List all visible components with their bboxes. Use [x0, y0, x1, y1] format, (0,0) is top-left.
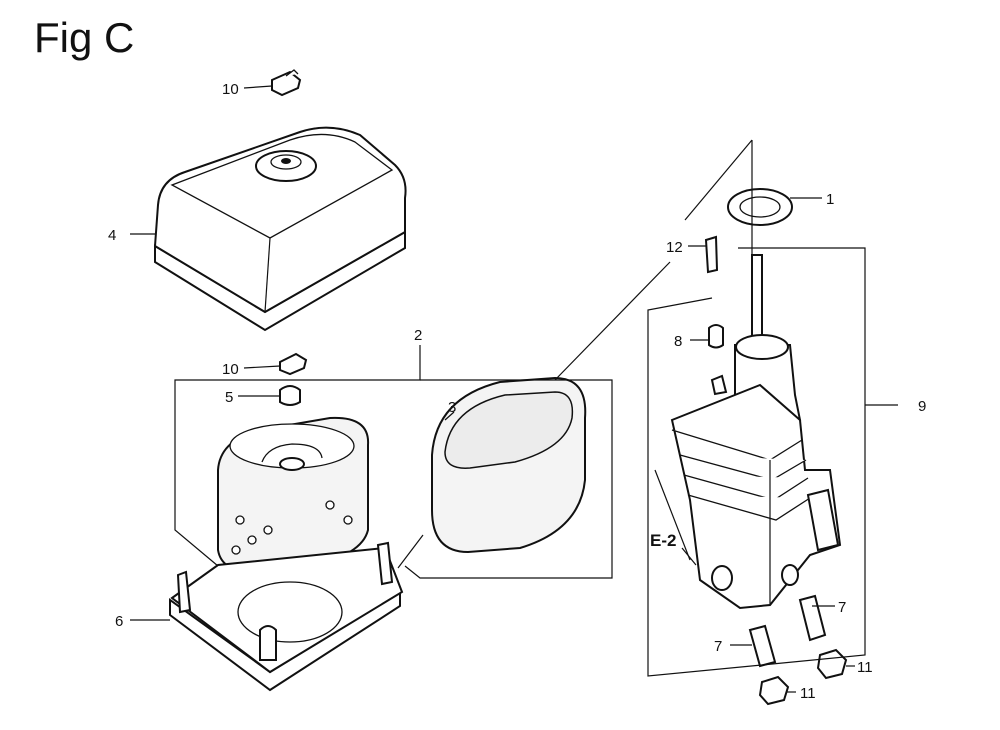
ref-label-9: 9	[918, 398, 926, 415]
bolt-10-top	[271, 69, 302, 97]
ref-label-11a: 11	[857, 659, 873, 676]
ref-label-1: 1	[826, 191, 834, 208]
ref-label-12: 12	[666, 239, 683, 256]
ref-label-7b: 7	[714, 638, 722, 655]
ref-label-7a: 7	[838, 599, 846, 616]
ref-label-6: 6	[115, 613, 123, 630]
ref-label-2: 2	[414, 327, 422, 344]
grommet-5	[279, 385, 301, 406]
ref-label-10a: 10	[222, 81, 239, 98]
figure-title: Fig C	[34, 14, 135, 61]
oil-bath-assembly	[670, 188, 848, 706]
ref-label-5: 5	[225, 389, 233, 406]
ref-label-4: 4	[108, 227, 116, 244]
ref-label-11b: 11	[800, 685, 816, 702]
air-cleaner-case	[169, 541, 404, 692]
ref-label-3: 3	[448, 399, 456, 416]
ref-label-8: 8	[674, 333, 682, 350]
section-ref-e2: E-2	[650, 531, 676, 550]
bolt-10-lower	[279, 352, 308, 376]
foam-element	[431, 376, 587, 554]
leader-lines	[130, 85, 898, 693]
air-filter-element	[217, 416, 370, 574]
air-cleaner-cover	[153, 126, 407, 332]
ref-label-10b: 10	[222, 361, 239, 378]
